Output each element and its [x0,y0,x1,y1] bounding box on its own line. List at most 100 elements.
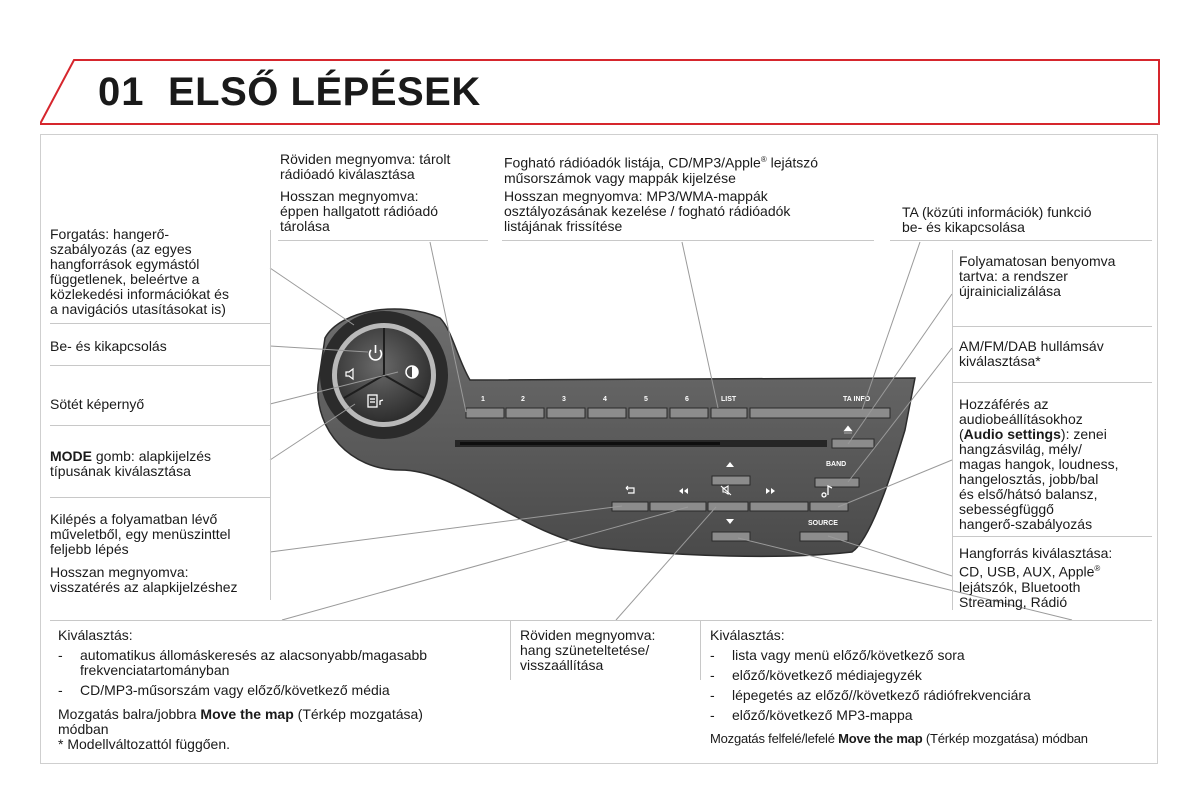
text-line: visszaállítása [520,657,604,673]
list-item: lista vagy menü előző/következő sora [706,648,1031,664]
audio-settings-description: Hozzáférés az audiobeállításokhoz (Audio… [959,397,1119,532]
text-line: tárolása [280,218,330,234]
text-line: hangerő-szabályozás [959,516,1093,532]
separator [700,620,701,680]
separator [952,250,953,610]
text-line: műveletből, egy menüszinttel [50,526,231,542]
list-item: automatikus állomáskeresés az alacsonyab… [54,648,427,678]
separator [50,425,270,426]
separator [890,240,1152,241]
text-line: feljebb lépés [50,541,129,557]
text-line: Hosszan megnyomva: [280,188,419,204]
up-arrow-icon [726,462,734,467]
separator [278,240,488,241]
text-line: függetlenek, beleértve a [50,271,200,287]
text-line: Folyamatosan benyomva [959,253,1116,269]
dark-screen-description: Sötét képernyő [50,396,145,412]
mode-icon [367,394,384,408]
preset-1-label: 1 [481,396,485,403]
speaker-icon [345,367,354,381]
text-line: magas hangok, loudness, [959,456,1119,472]
text-line: hangelosztás, jobb/bal [959,471,1099,487]
music-note-icon [821,484,833,498]
band-label: BAND [826,461,846,468]
source-description: Hangforrás kiválasztása: CD, USB, AUX, A… [959,546,1112,610]
eject-icon [843,425,853,434]
source-label: SOURCE [808,520,838,527]
forward-icon [766,488,775,494]
text-line: (Térkép mozgatása) módban [922,731,1088,746]
text-line: lejátszó [766,154,819,171]
selection-right-list: lista vagy menü előző/következő sora elő… [706,648,1031,728]
preset-short-press: Röviden megnyomva: tárolt rádióadó kivál… [280,152,450,182]
text-line: műsorszámok vagy mappák kijelzése [504,169,736,186]
text-line: rádióadó kiválasztása [280,166,415,182]
preset-buttons [465,407,891,419]
list-item: lépegetés az előző//következő rádiófrekv… [706,688,1031,704]
text-line: visszatérés az alapkijelzéshez [50,579,238,595]
text-line: listájának frissítése [504,218,623,234]
text-line: hangzásvilág, mély/ [959,441,1082,457]
text-line: frekvenciatartományban [80,662,230,678]
header-banner [40,59,1160,125]
preset-long-press: Hosszan megnyomva: éppen hallgatott rádi… [280,189,438,234]
text-line: tartva: a rendszer [959,268,1068,284]
separator [952,382,1152,383]
ta-description: TA (közúti információk) funkció be- és k… [902,205,1092,235]
text-line: Röviden megnyomva: tárolt [280,151,451,167]
text-line: éppen hallgatott rádióadó [280,203,439,219]
text-line: közlekedési információkat és [50,286,229,302]
mute-icon [720,484,732,496]
preset-5-label: 5 [644,396,648,403]
power-icon [368,345,383,361]
text-line: audiobeállításokhoz [959,411,1083,427]
text-line: újrainicializálása [959,283,1061,299]
separator [50,323,270,324]
text-line: gomb: alapkijelzés [92,448,212,464]
text-line: módban [58,721,109,737]
text-line: Hozzáférés az [959,396,1049,412]
list-item: előző/következő MP3-mappa [706,708,1031,724]
footnote: * Modellváltozattól függően. [58,736,230,752]
content-frame [40,134,1158,764]
move-map-left: Mozgatás balra/jobbra Move the map (Térk… [58,707,423,752]
text-line: Streaming, Rádió [959,593,1068,610]
text-line: automatikus állomáskeresés az alacsonyab… [80,647,428,663]
rotation-description: Forgatás: hangerő- szabályozás (az egyes… [50,227,229,317]
header [40,58,1160,126]
list-label: LIST [721,396,737,403]
text-line: Mozgatás balra/jobbra [58,706,201,722]
text-line: Forgatás: hangerő- [50,226,170,242]
band-description: AM/FM/DAB hullámsáv kiválasztása* [959,339,1104,369]
text-line: ): zenei [1060,426,1107,442]
text-line: a navigációs utasításokat is) [50,301,226,317]
move-map-keyword: Move the map [838,731,923,746]
list-item: CD/MP3-műsorszám vagy előző/következő mé… [54,683,427,699]
navigation-buttons [611,501,849,512]
text-line: Kilépés a folyamatban lévő [50,511,218,527]
mode-description: MODE gomb: alapkijelzés típusának kivála… [50,449,211,479]
text-line: osztályozásának kezelése / fogható rádió… [504,203,791,219]
long-back-description: Hosszan megnyomva: visszatérés az alapki… [50,565,238,595]
separator [50,620,1152,621]
exit-description: Kilépés a folyamatban lévő műveletből, e… [50,512,231,557]
preset-2-label: 2 [521,396,525,403]
chapter-number: 01 [98,70,145,114]
preset-4-label: 4 [603,396,607,403]
leader-lines [269,241,1073,621]
separator [270,230,271,600]
list-item: előző/következő médiajegyzék [706,668,1031,684]
text-line: Fogható rádióadók listája, CD/MP3/Apple [504,154,761,171]
up-button [711,475,751,486]
back-icon [625,485,635,494]
audio-settings-keyword: Audio settings [963,426,1061,442]
text-line: AM/FM/DAB hullámsáv [959,338,1104,354]
separator [502,240,874,241]
list-long-press: Hosszan megnyomva: MP3/WMA-mappák osztál… [504,189,790,234]
separator [50,497,270,498]
band-button [814,477,860,488]
page-title: ELSŐ LÉPÉSEK [168,70,481,114]
power-description: Be- és kikapcsolás [50,338,167,354]
rewind-icon [679,488,688,494]
separator [510,620,511,680]
